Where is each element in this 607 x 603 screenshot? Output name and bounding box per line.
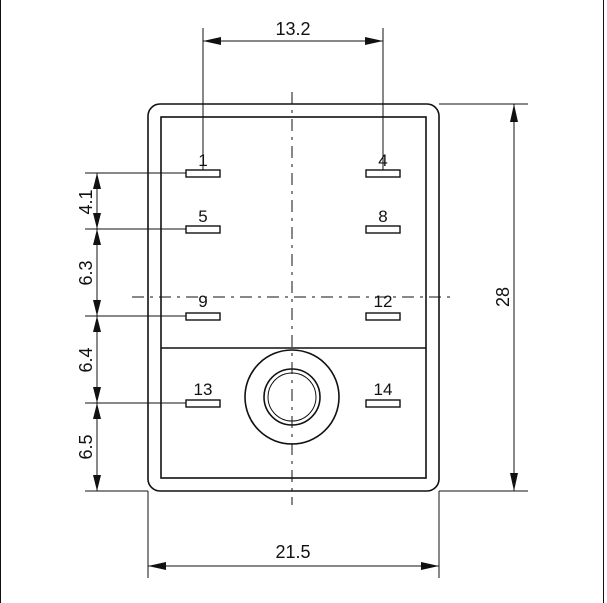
left-dim-1-arrow-bottom — [93, 213, 101, 229]
pin-pad-1 — [185, 169, 221, 178]
left-dim-4-arrow-bottom — [93, 475, 101, 491]
left-dim-2-arrow-top — [93, 229, 101, 245]
bottom-dim-arrow-right — [421, 562, 439, 570]
right-dimension-label: 28 — [493, 287, 513, 307]
pin-pad-4 — [365, 169, 401, 178]
pin-label-9: 9 — [198, 292, 207, 311]
pin-label-13: 13 — [194, 380, 213, 399]
pin-pad-13 — [185, 399, 221, 408]
pin-pad-9 — [185, 312, 221, 321]
left-dim-4-arrow-top — [93, 403, 101, 419]
top-dimension-label: 13.2 — [275, 19, 310, 39]
left-dim-3-arrow-bottom — [93, 387, 101, 403]
right-dim-arrow-top — [510, 104, 518, 122]
pin-pad-12 — [365, 312, 401, 321]
left-dimension-label-2: 6.3 — [76, 260, 96, 285]
bottom-dimension-label: 21.5 — [275, 542, 310, 562]
left-dim-3-arrow-top — [93, 316, 101, 332]
left-dimension-label-3: 6.4 — [76, 347, 96, 372]
right-dim-arrow-bottom — [510, 473, 518, 491]
pin-label-5: 5 — [198, 207, 207, 226]
pin-label-14: 14 — [374, 380, 393, 399]
left-dim-2-arrow-bottom — [93, 300, 101, 316]
left-dimension-label-4: 6.5 — [76, 434, 96, 459]
pin-pad-8 — [365, 225, 401, 234]
pin-pad-5 — [185, 225, 221, 234]
top-dim-arrow-right — [365, 37, 383, 45]
left-dim-1-arrow-top — [93, 173, 101, 189]
pin-label-12: 12 — [374, 292, 393, 311]
bottom-dim-arrow-left — [148, 562, 166, 570]
pin-pad-14 — [365, 399, 401, 408]
left-dimension-label-1: 4.1 — [76, 189, 96, 214]
top-dim-arrow-left — [203, 37, 221, 45]
pin-label-8: 8 — [378, 207, 387, 226]
